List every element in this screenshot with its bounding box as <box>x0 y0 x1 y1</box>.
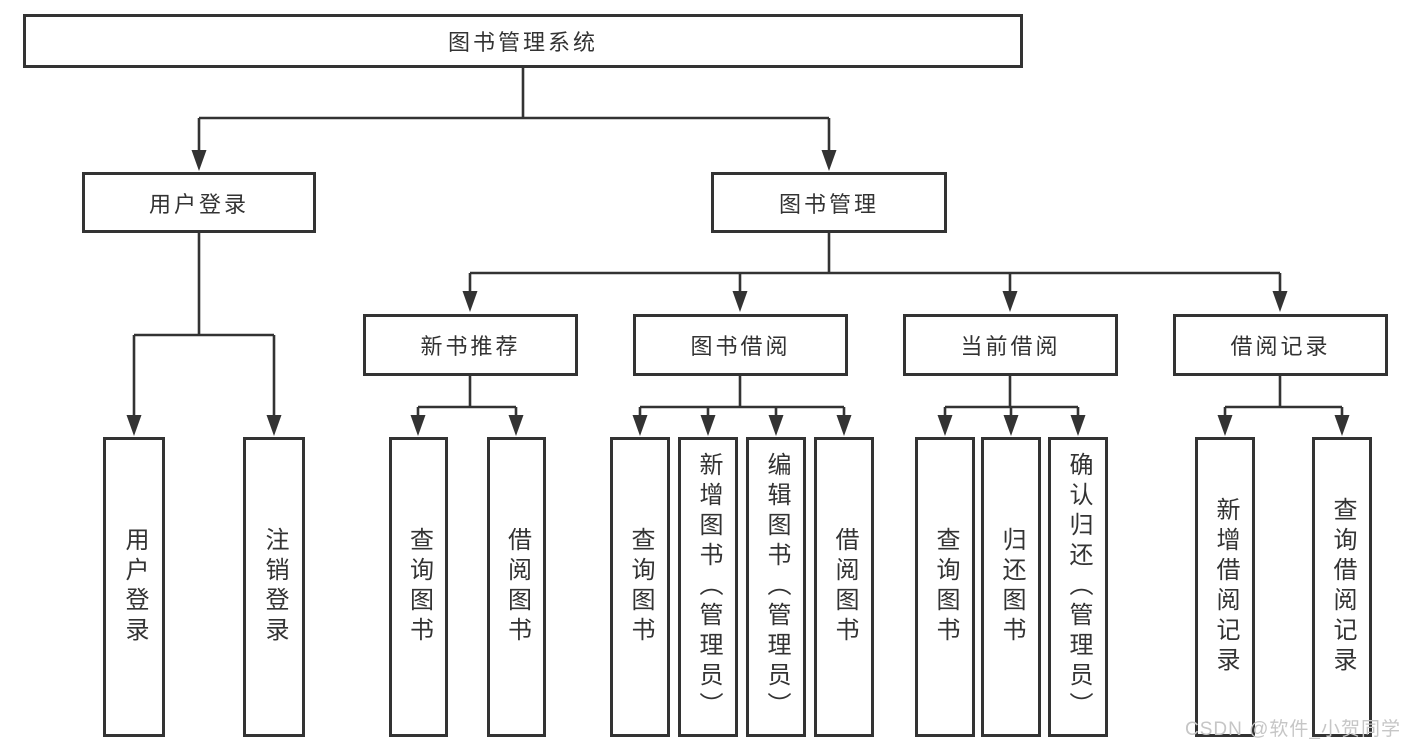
node-label: 借阅图书 <box>831 527 858 647</box>
node-label: 查询借阅记录 <box>1329 497 1356 677</box>
node-user-login: 用户登录 <box>82 172 316 233</box>
node-label: 注销登录 <box>261 527 288 647</box>
node-label: 归还图书 <box>998 527 1025 647</box>
node-label: 编辑图书（管理员） <box>763 452 790 722</box>
leaf-borrow-borrow-book: 借阅图书 <box>814 437 874 737</box>
leaf-borrow-add-book-admin: 新增图书（管理员） <box>678 437 738 737</box>
node-label: 图书管理 <box>778 191 879 217</box>
node-label: 借阅记录 <box>1230 334 1331 359</box>
node-current-borrow: 当前借阅 <box>903 314 1118 376</box>
leaf-recommend-borrow-book: 借阅图书 <box>487 437 546 737</box>
node-book-borrow: 图书借阅 <box>633 314 848 376</box>
leaf-current-return-book: 归还图书 <box>981 437 1041 737</box>
node-new-book-recommend: 新书推荐 <box>363 314 578 376</box>
node-borrow-records: 借阅记录 <box>1173 314 1388 376</box>
node-label: 当前借阅 <box>960 334 1061 359</box>
node-label: 用户登录 <box>148 191 249 217</box>
leaf-borrow-query-book: 查询图书 <box>610 437 670 737</box>
csdn-watermark: CSDN @软件_小贺同学 <box>1185 719 1401 740</box>
node-label: 借阅图书 <box>503 527 531 647</box>
leaf-current-query-book: 查询图书 <box>915 437 975 737</box>
leaf-user-login: 用户登录 <box>103 437 165 737</box>
node-label: 用户登录 <box>121 527 148 647</box>
node-label: 查询图书 <box>932 527 959 647</box>
node-book-management: 图书管理 <box>711 172 947 233</box>
leaf-recommend-query-book: 查询图书 <box>389 437 448 737</box>
leaf-logout: 注销登录 <box>243 437 305 737</box>
node-label: 新增图书（管理员） <box>695 452 722 722</box>
node-label: 确认归还（管理员） <box>1065 452 1092 722</box>
leaf-records-add-record: 新增借阅记录 <box>1195 437 1255 737</box>
node-label: 查询图书 <box>405 527 433 647</box>
node-label: 新增借阅记录 <box>1212 497 1239 677</box>
leaf-borrow-edit-book-admin: 编辑图书（管理员） <box>746 437 806 737</box>
node-label: 图书借阅 <box>690 334 791 359</box>
node-label: 查询图书 <box>627 527 654 647</box>
node-label: 新书推荐 <box>420 334 521 359</box>
node-label: 图书管理系统 <box>447 30 598 55</box>
node-root-library-system: 图书管理系统 <box>23 14 1023 68</box>
leaf-records-query-record: 查询借阅记录 <box>1312 437 1372 737</box>
leaf-current-confirm-return-admin: 确认归还（管理员） <box>1048 437 1108 737</box>
